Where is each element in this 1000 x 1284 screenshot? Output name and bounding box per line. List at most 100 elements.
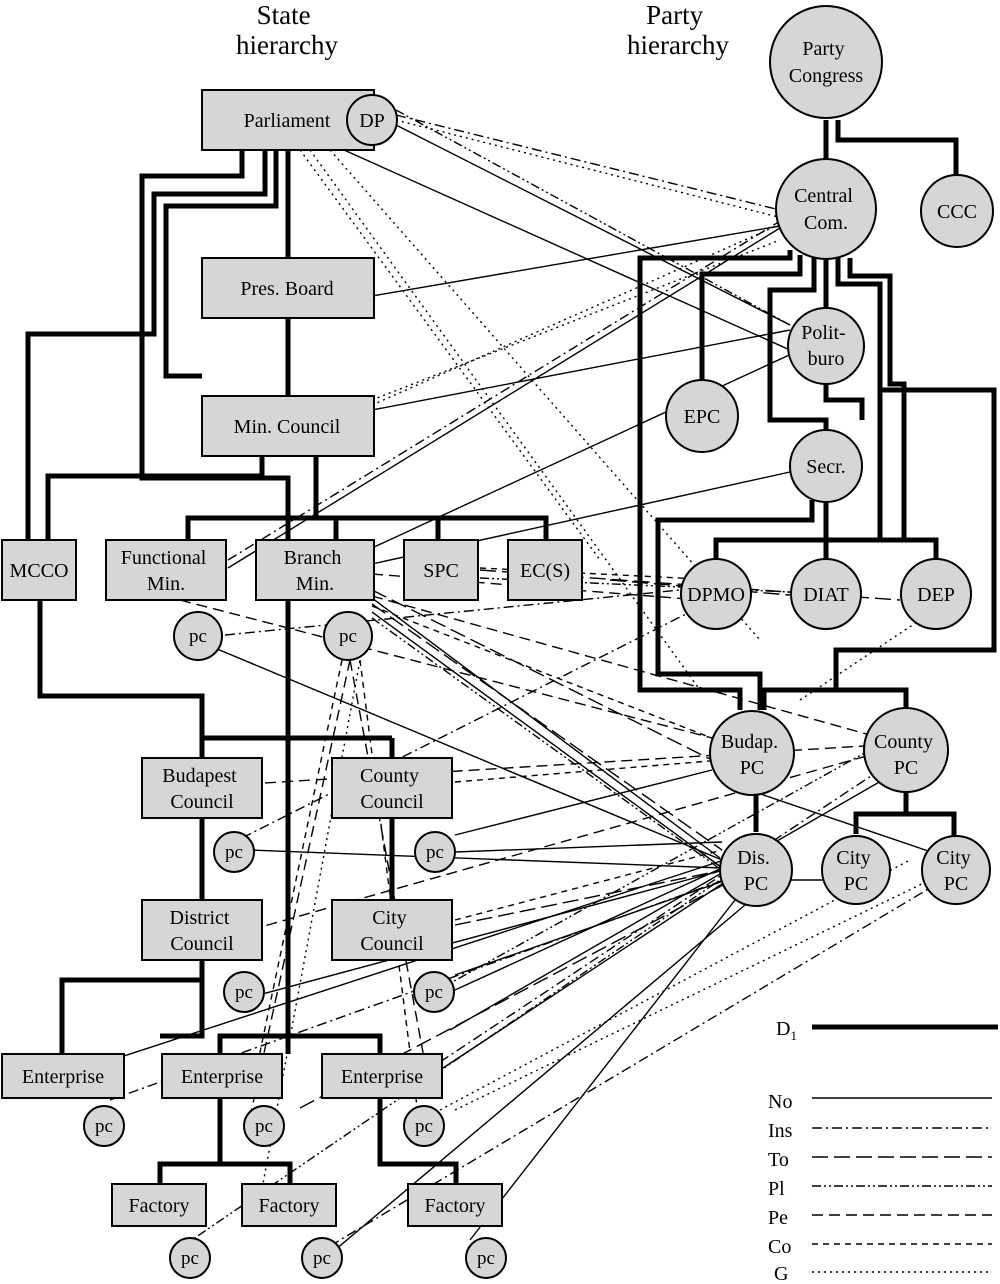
link [469,899,736,1241]
budapest-council-label: Budapest Council [162,765,241,813]
link [209,645,723,861]
budap-pc-label: Budap. PC [721,731,783,779]
ec-s-node[interactable]: EC(S) [507,539,583,601]
factory-node[interactable]: Factory [111,1183,207,1227]
dpmo-label: DPMO [687,584,745,606]
pc-label: pc [477,1248,495,1269]
hier-line [655,500,815,710]
pc-node[interactable]: pc [243,1105,285,1147]
pres-board-node[interactable]: Pres. Board [201,257,375,319]
pc-node[interactable]: pc [414,831,456,873]
hier-line [853,790,909,834]
hier-line [835,258,883,540]
district-council-node[interactable]: District Council [141,899,263,961]
link [343,149,791,351]
branch-min-label: Branch Min. [284,547,347,595]
epc-label: EPC [684,406,721,428]
link [241,611,691,839]
functional-min-node[interactable]: Functional Min. [105,539,227,601]
factory-label: Factory [128,1195,189,1217]
pc-node[interactable]: pc [173,611,223,661]
city-pc-node[interactable]: City PC [821,835,891,905]
link [454,759,723,783]
pc-node[interactable]: pc [223,971,265,1013]
mcco-node[interactable]: MCCO [1,539,77,601]
legend-g-label: G [774,1263,788,1284]
hier-line [713,537,939,562]
hier-line [847,258,907,540]
pc-label: pc [313,1248,331,1269]
pc-label: pc [95,1116,113,1137]
party-hierarchy-heading: Party hierarchy [627,0,729,60]
link [371,225,781,297]
link [371,329,791,411]
link [239,869,725,1001]
link [371,603,723,851]
factory-node[interactable]: Factory [407,1183,503,1227]
legend: D1 No Ins To Pl Pe Co G [768,1018,998,1284]
pc-label: pc [225,842,243,863]
factory-node[interactable]: Factory [241,1183,337,1227]
county-pc-node[interactable]: County PC [863,707,949,793]
pc-node[interactable]: pc [413,971,455,1013]
politburo-label: Polit- buro [801,322,850,370]
central-com-node[interactable]: Central Com. [775,158,877,260]
link [224,589,681,636]
pc-node[interactable]: pc [323,611,373,661]
enterprise-node[interactable]: Enterprise [1,1053,125,1099]
enterprise-node[interactable]: Enterprise [161,1053,283,1099]
branch-min-node[interactable]: Branch Min. [255,539,375,601]
pc-node[interactable]: pc [403,1105,445,1147]
link [371,597,721,859]
pc-node[interactable]: pc [213,831,255,873]
dpmo-node[interactable]: DPMO [680,558,752,630]
pc-node[interactable]: pc [465,1237,507,1279]
parliament-node[interactable]: Parliament [201,89,375,151]
enterprise-node[interactable]: Enterprise [321,1053,443,1099]
legend-no-label: No [768,1091,792,1113]
link [739,786,941,856]
budapest-council-node[interactable]: Budapest Council [141,757,263,819]
city-pc-label: City PC [936,847,975,895]
hier-line [37,600,205,1039]
county-council-node[interactable]: County Council [331,757,453,819]
pc-node[interactable]: pc [301,1237,343,1279]
legend-pl-label: Pl [768,1178,785,1200]
diat-label: DIAT [803,584,849,606]
epc-node[interactable]: EPC [665,379,739,453]
hier-line [906,811,957,836]
link [439,879,729,1071]
city-pc-node[interactable]: City PC [921,835,991,905]
min-council-label: Min. Council [234,416,341,438]
budap-pc-node[interactable]: Budap. PC [709,710,795,796]
pc-label: pc [181,1248,199,1269]
factory-label: Factory [424,1195,485,1217]
dp-node[interactable]: DP [346,94,398,146]
link [449,769,901,1031]
ccc-node[interactable]: CCC [920,174,994,248]
hier-line [163,150,279,379]
city-pc-label: City PC [836,847,875,895]
link [371,617,731,877]
party-congress-label: Party Congress [789,38,864,87]
min-council-node[interactable]: Min. Council [201,395,375,457]
hier-line [699,255,803,382]
city-council-node[interactable]: City Council [331,899,453,961]
pc-node[interactable]: pc [169,1237,211,1279]
dis-pc-node[interactable]: Dis. PC [719,833,793,907]
link [371,219,791,406]
link [249,659,343,1101]
dep-node[interactable]: DEP [900,558,972,630]
hier-line [157,1098,223,1184]
party-congress-node[interactable]: Party Congress [769,5,883,119]
link [349,659,431,1091]
secr-node[interactable]: Secr. [789,429,863,503]
link [454,849,723,921]
spc-node[interactable]: SPC [403,539,479,601]
diat-node[interactable]: DIAT [790,558,862,630]
enterprise-label: Enterprise [341,1066,423,1088]
politburo-node[interactable]: Polit- buro [787,307,865,385]
pc-node[interactable]: pc [83,1105,125,1147]
pc-label: pc [255,1116,273,1137]
